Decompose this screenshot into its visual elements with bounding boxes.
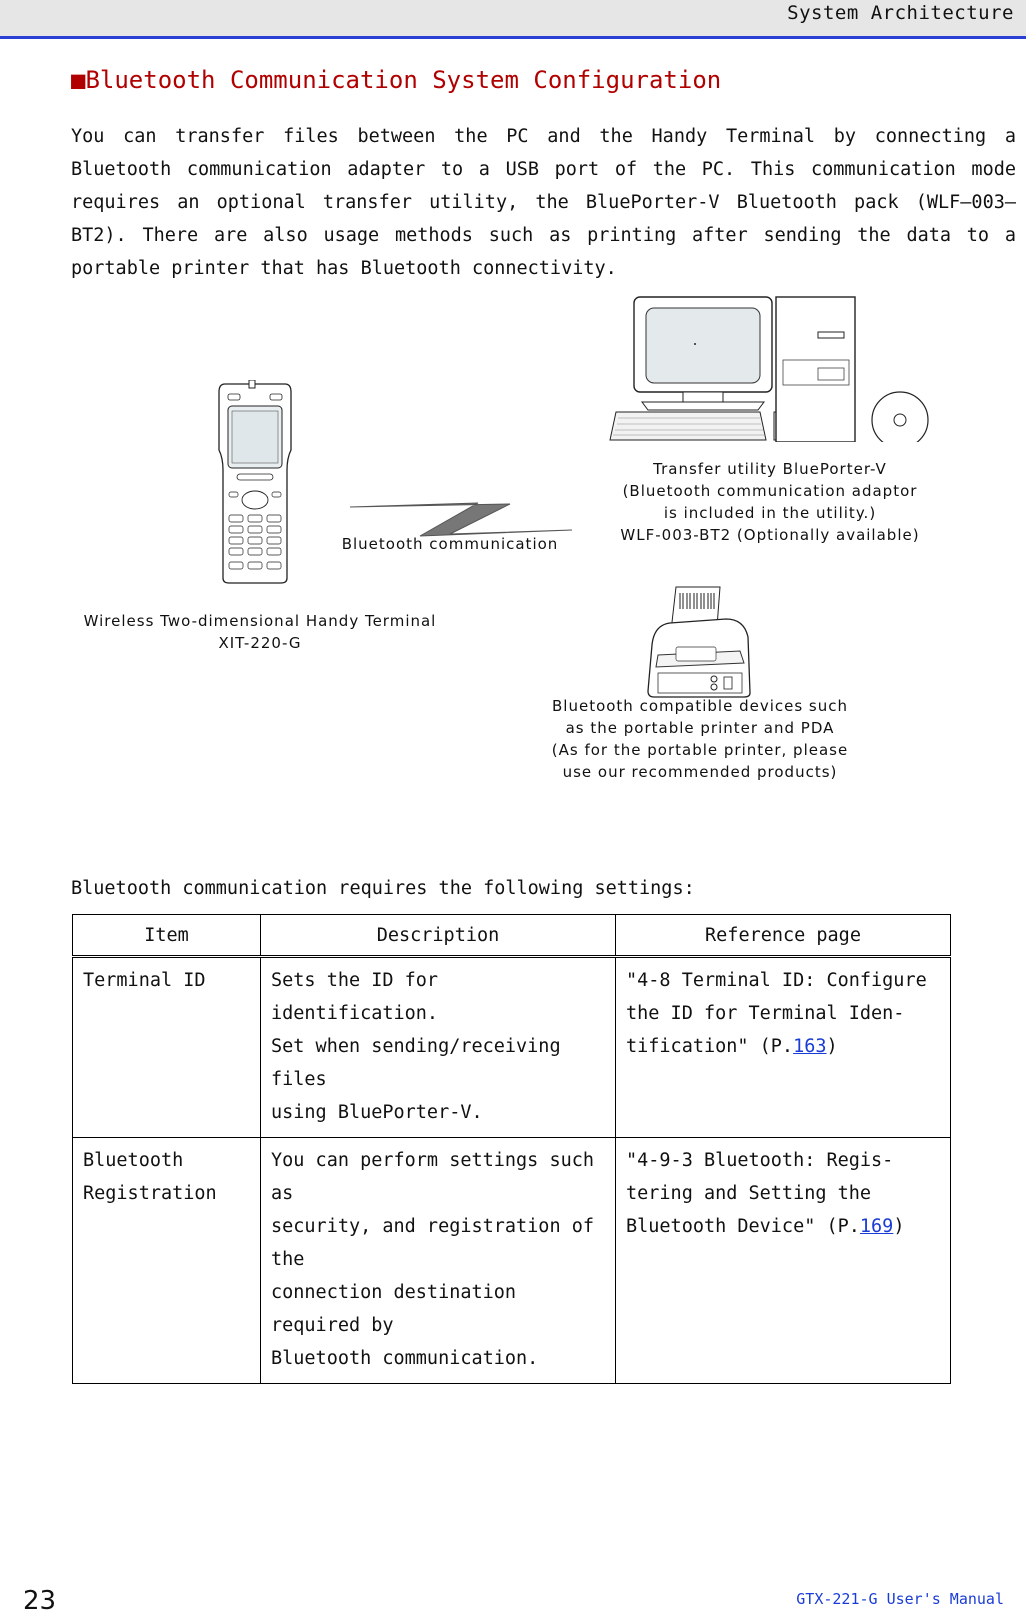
row-item: Bluetooth Registration: [72, 1137, 261, 1384]
reference-close: ): [826, 1036, 838, 1057]
handy-terminal-illustration: [218, 380, 292, 584]
description-line: Bluetooth communication.: [271, 1348, 539, 1369]
printer-illustration: [647, 586, 751, 698]
table-row: Terminal ID Sets the ID for identificati…: [72, 956, 951, 1138]
header-title: System Architecture: [787, 2, 1014, 24]
description-line: Set when sending/receiving files: [271, 1036, 561, 1090]
description-line: using BluePorter-V.: [271, 1102, 483, 1123]
column-header-reference: Reference page: [615, 914, 951, 958]
bluetooth-link-icon: [350, 502, 573, 537]
description-line: Sets the ID for identification.: [271, 970, 439, 1024]
description-line: connection destination required by: [271, 1282, 517, 1336]
reference-close: ): [893, 1216, 905, 1237]
row-item: Terminal ID: [72, 956, 261, 1138]
row-reference: "4-8 Terminal ID: Configure the ID for T…: [615, 956, 951, 1138]
printer-caption: Bluetooth compatible devices such as the…: [551, 697, 849, 781]
header-rule: [0, 36, 1026, 39]
pc-illustration: [609, 296, 929, 442]
reference-page-link[interactable]: 169: [859, 1216, 894, 1237]
reference-page-link[interactable]: 163: [793, 1036, 827, 1057]
column-header-description: Description: [260, 914, 616, 958]
link-caption: Bluetooth communication: [341, 535, 559, 553]
page-header: System Architecture: [0, 0, 1026, 36]
system-diagram: Wireless Two-dimensional Handy Terminal …: [0, 280, 1026, 820]
reference-text: "4-8 Terminal ID: Configure the ID for T…: [626, 970, 927, 1057]
page-number: 23: [23, 1586, 57, 1616]
terminal-caption: Wireless Two-dimensional Handy Terminal …: [83, 612, 437, 652]
settings-table: Item Description Reference page Terminal…: [72, 914, 951, 1384]
row-reference: "4-9-3 Bluetooth: Regis-tering and Setti…: [615, 1137, 951, 1384]
intro-paragraph: You can transfer files between the PC an…: [71, 126, 1016, 279]
manual-title: GTX-221-G User's Manual: [796, 1590, 1004, 1608]
row-description: You can perform settings such as securit…: [260, 1137, 616, 1384]
description-line: security, and registration of the: [271, 1216, 595, 1270]
description-line: You can perform settings such as: [271, 1150, 595, 1204]
column-header-item: Item: [72, 914, 261, 958]
reference-text: "4-9-3 Bluetooth: Regis-tering and Setti…: [626, 1150, 894, 1237]
table-header-row: Item Description Reference page: [72, 914, 951, 958]
pc-caption: Transfer utility BluePorter-V (Bluetooth…: [620, 460, 920, 544]
section-title: ■Bluetooth Communication System Configur…: [71, 66, 722, 94]
table-row: Bluetooth Registration You can perform s…: [72, 1137, 951, 1384]
requirements-intro: Bluetooth communication requires the fol…: [71, 878, 695, 899]
row-description: Sets the ID for identification. Set when…: [260, 956, 616, 1138]
